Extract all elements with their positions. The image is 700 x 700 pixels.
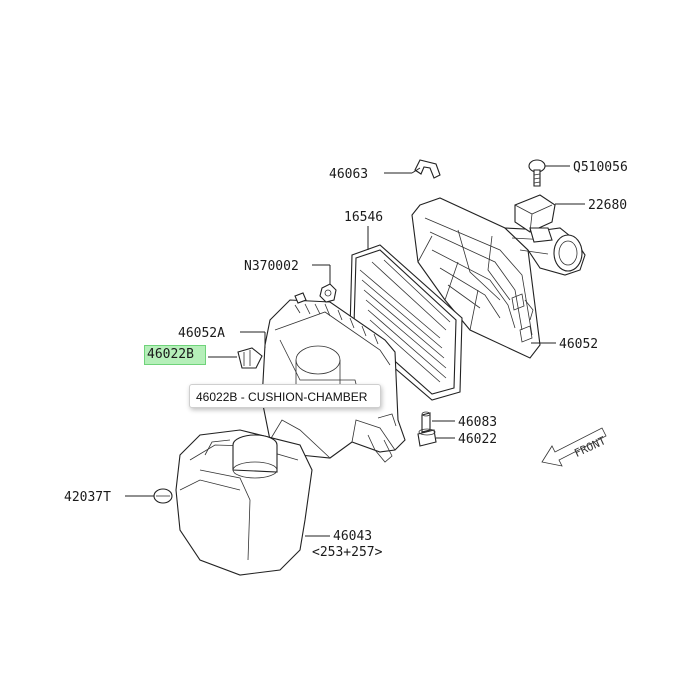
leader-lines bbox=[125, 165, 585, 537]
label-46052[interactable]: 46052 bbox=[559, 337, 598, 352]
label-q510056[interactable]: Q510056 bbox=[573, 160, 628, 175]
label-42037t[interactable]: 42037T bbox=[64, 490, 111, 505]
bolt-q510056[interactable] bbox=[528, 159, 546, 187]
part-tooltip: 46022B - CUSHION-CHAMBER bbox=[189, 384, 381, 408]
nut-n370002[interactable] bbox=[319, 283, 337, 303]
label-16546[interactable]: 16546 bbox=[344, 210, 383, 225]
label-46022[interactable]: 46022 bbox=[458, 432, 497, 447]
front-indicator-label: FRONT bbox=[572, 434, 608, 460]
sensor-22680[interactable] bbox=[514, 194, 556, 243]
label-22680[interactable]: 22680 bbox=[588, 198, 627, 213]
label-46043-note: <253+257> bbox=[312, 545, 383, 560]
highlighted-part-marker bbox=[144, 345, 206, 365]
label-46043[interactable]: 46043 bbox=[333, 529, 372, 544]
cushion-46022[interactable] bbox=[417, 428, 437, 447]
label-n370002[interactable]: N370002 bbox=[244, 259, 299, 274]
label-46052a[interactable]: 46052A bbox=[178, 326, 225, 341]
cushion-46022B[interactable] bbox=[237, 347, 263, 369]
label-46083[interactable]: 46083 bbox=[458, 415, 497, 430]
front-arrow-icon bbox=[541, 427, 607, 467]
clip-42037T[interactable] bbox=[153, 488, 173, 504]
pin-46083[interactable] bbox=[421, 411, 431, 433]
label-46022b[interactable]: 46022B bbox=[147, 347, 194, 362]
filter-element-16546[interactable] bbox=[349, 244, 463, 401]
resonator-46043[interactable] bbox=[175, 429, 313, 576]
clip-46063[interactable] bbox=[414, 159, 441, 179]
lower-case-46052A[interactable] bbox=[261, 292, 406, 463]
label-46063[interactable]: 46063 bbox=[329, 167, 368, 182]
